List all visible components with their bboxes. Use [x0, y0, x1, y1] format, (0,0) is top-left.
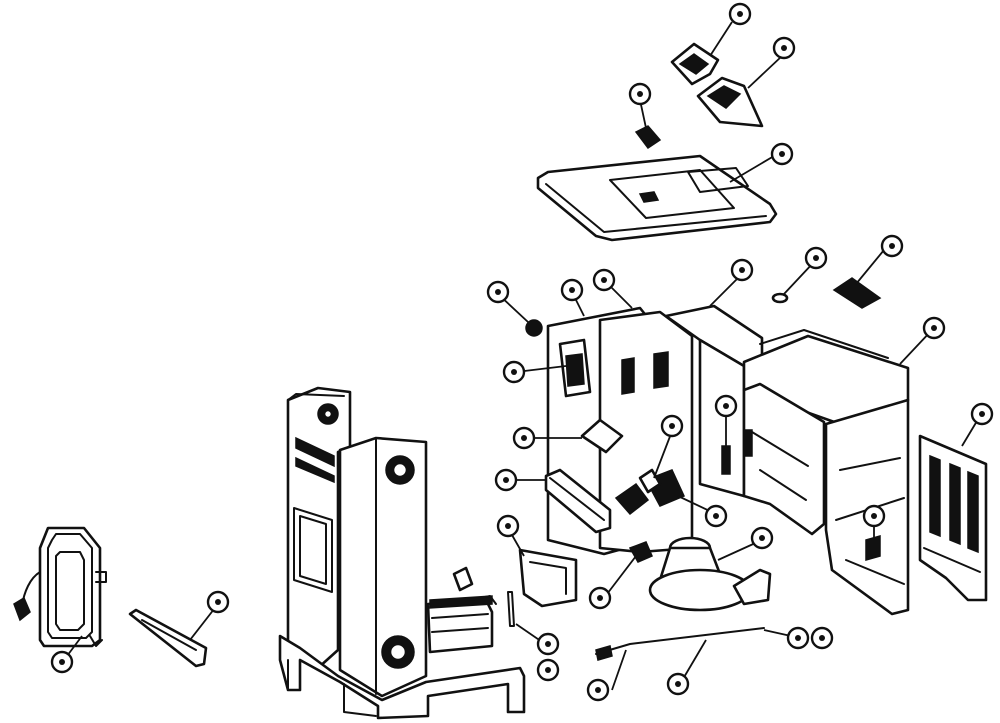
rod-part	[128, 608, 208, 668]
grille-panel	[918, 434, 988, 602]
callout-04	[770, 142, 794, 166]
callout-09	[560, 278, 584, 302]
callout-05	[880, 234, 904, 258]
top-small-parts	[634, 42, 882, 309]
callout-25	[536, 658, 560, 682]
callout-20	[750, 526, 774, 550]
callout-07	[730, 258, 754, 282]
top-lid	[536, 154, 778, 242]
callout-12	[970, 402, 994, 426]
callout-23	[862, 504, 886, 528]
callout-17	[660, 414, 684, 438]
door-assembly	[13, 526, 107, 648]
callout-06	[804, 246, 828, 270]
callout-14	[512, 426, 536, 450]
callout-03	[628, 82, 652, 106]
callout-16	[714, 394, 738, 418]
callout-21	[588, 586, 612, 610]
callout-11	[922, 316, 946, 340]
callout-27	[666, 672, 690, 696]
callout-19	[496, 514, 520, 538]
callout-22	[206, 590, 230, 614]
callout-18	[704, 504, 728, 528]
callout-26	[586, 678, 610, 702]
callout-13	[502, 360, 526, 384]
callout-28	[786, 626, 810, 650]
callout-15	[494, 468, 518, 492]
burner-parts	[507, 319, 772, 661]
door-handle-knob	[13, 596, 31, 622]
callout-29	[810, 626, 834, 650]
callout-02	[772, 36, 796, 60]
stove-body	[278, 386, 526, 720]
callouts	[50, 2, 994, 702]
callout-10	[486, 280, 510, 304]
callout-08	[592, 268, 616, 292]
callout-01	[728, 2, 752, 26]
callout-30	[50, 650, 74, 674]
callout-24	[536, 632, 560, 656]
